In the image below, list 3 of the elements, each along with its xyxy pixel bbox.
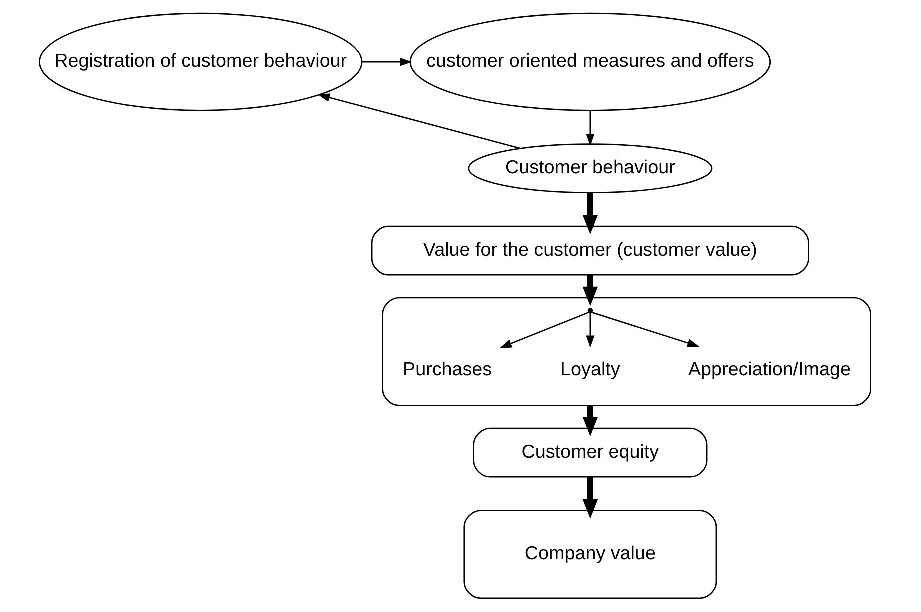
node-text: Appreciation/Image: [688, 358, 851, 380]
node-text: Purchases: [402, 358, 492, 380]
node-text: Loyalty: [560, 358, 620, 380]
